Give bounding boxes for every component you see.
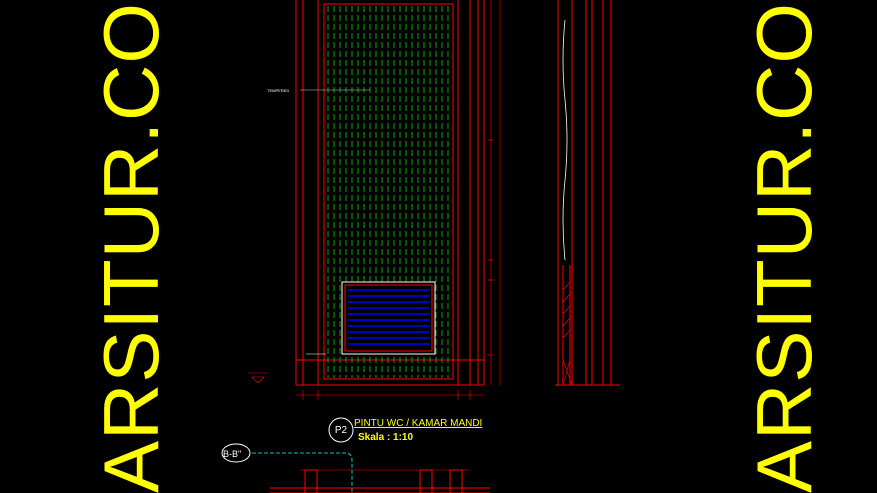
dimension-lines (248, 0, 501, 400)
watermark-left: ARSITUR.COM (87, 0, 175, 493)
watermark-right: ARSITUR.COM (740, 0, 828, 493)
bottom-section-detail (221, 443, 490, 493)
drawing-tag: P2 (334, 425, 348, 436)
section-label: B-B" (223, 449, 242, 459)
louver-vent (341, 281, 436, 355)
door-frame (295, 0, 485, 386)
side-section (555, 0, 620, 386)
drawing-title: PINTU WC / KAMAR MANDI (354, 418, 483, 429)
drawing-scale: Skala : 1:10 (358, 432, 414, 443)
drawing-tag-circle (328, 417, 354, 443)
material-note: TEMPERED (267, 88, 290, 93)
